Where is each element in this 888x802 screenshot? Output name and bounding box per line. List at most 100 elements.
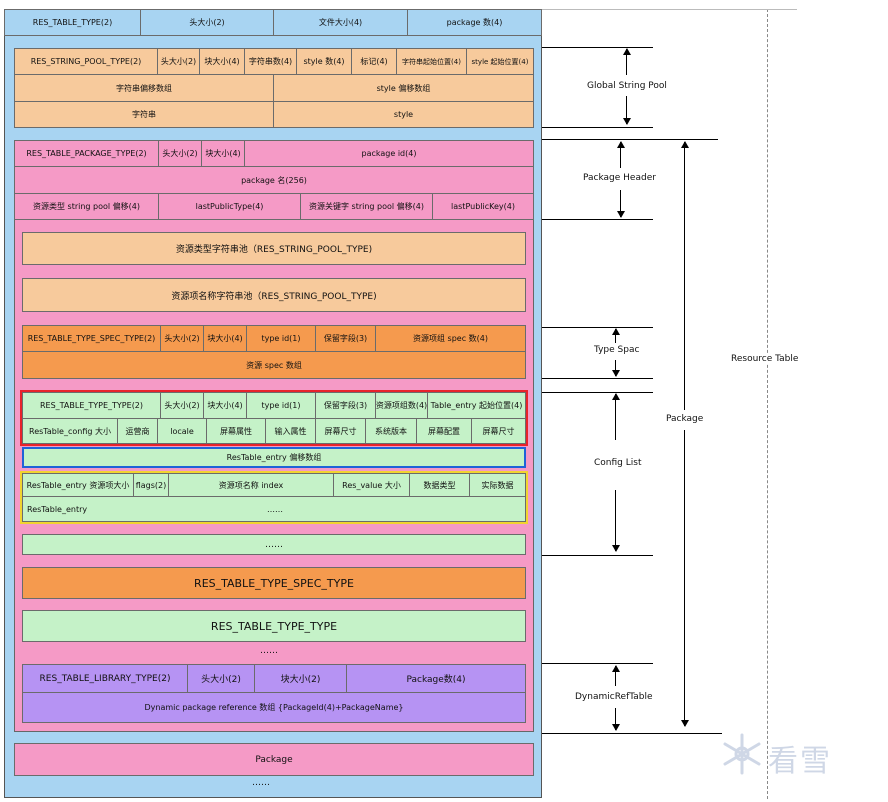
sp-strings: 字符串 xyxy=(14,101,274,128)
pkg-type-strings-offset: 资源类型 string pool 偏移(4) xyxy=(14,193,159,220)
header-cell-package-count: package 数(4) xyxy=(407,9,542,36)
cl-label: Config List xyxy=(593,458,643,468)
sp-style-offsets: style 偏移数组 xyxy=(273,74,534,102)
lib-block-size: 块大小(2) xyxy=(254,664,347,693)
sp-style-start: style 起始位置(4) xyxy=(466,48,534,75)
type-entry-count: 资源项组数(4) xyxy=(375,392,428,419)
cl-arrow-down xyxy=(612,490,620,552)
spec-array: 资源 spec 数组 xyxy=(22,351,526,379)
ts-arrow-down xyxy=(612,360,620,377)
config-screen-type: 屏幕属性 xyxy=(206,418,266,444)
ph-arrow-down xyxy=(617,190,625,218)
lib-type: RES_TABLE_LIBRARY_TYPE(2) xyxy=(22,664,188,693)
snowflake-icon xyxy=(723,733,761,775)
gsp-arrow-down xyxy=(623,96,631,125)
entry-data-type: 数据类型 xyxy=(409,473,470,497)
pkg-id: package id(4) xyxy=(244,140,534,167)
spec-type-id: type id(1) xyxy=(246,325,316,352)
entry-offsets: ResTable_entry 偏移数组 xyxy=(22,447,526,468)
more-config-dots: …… xyxy=(22,534,526,555)
entry-struct-ellipsis: …… xyxy=(267,504,283,514)
header-cell-file-size: 文件大小(4) xyxy=(273,9,408,36)
config-locale: locale xyxy=(157,418,207,444)
ts-top-line xyxy=(542,327,653,328)
dr-arrow-down xyxy=(612,708,620,731)
config-screen-size-dp: 屏幕尺寸 xyxy=(471,418,526,444)
ph-label: Package Header xyxy=(582,173,657,183)
entry-size: ResTable_entry 资源项大小 xyxy=(22,473,134,497)
type-header-size: 头大小(2) xyxy=(160,392,204,419)
package-next: Package xyxy=(14,743,534,776)
entry-struct: ResTable_entry …… xyxy=(22,496,526,522)
spec-header-size: 头大小(2) xyxy=(160,325,204,352)
type-reserved: 保留字段(3) xyxy=(315,392,376,419)
watermark-logo: 看雪 xyxy=(720,730,870,780)
key-string-pool: 资源项名称字符串池（RES_STRING_POOL_TYPE) xyxy=(22,278,526,312)
dr-arrow-up xyxy=(612,665,620,686)
header-cell-header-size: 头大小(2) xyxy=(140,9,274,36)
entry-value-size: Res_value 大小 xyxy=(333,473,410,497)
dr-top-line xyxy=(542,663,653,664)
gsp-bottom-line xyxy=(542,127,653,128)
pkg-name: package 名(256) xyxy=(14,166,534,194)
rt-top-line xyxy=(542,9,797,10)
gsp-label: Global String Pool xyxy=(586,81,668,91)
sp-string-offsets: 字符串偏移数组 xyxy=(14,74,274,102)
spec-type: RES_TABLE_TYPE_SPEC_TYPE(2) xyxy=(22,325,161,352)
sp-flags: 标记(4) xyxy=(351,48,397,75)
resource-table-dashed-line xyxy=(767,9,768,799)
spec-block: RES_TABLE_TYPE_SPEC_TYPE xyxy=(22,567,526,599)
cl-bottom-line xyxy=(542,555,653,556)
gsp-top-line xyxy=(542,47,653,48)
type-entries-start: Table_entry 起始位置(4) xyxy=(427,392,526,419)
spec-entry-count: 资源项组 spec 数(4) xyxy=(375,325,526,352)
pkg-bottom-line xyxy=(542,733,722,734)
entry-yellow-outline xyxy=(20,471,528,524)
type-block: RES_TABLE_TYPE_TYPE xyxy=(22,610,526,642)
pkg-label: Package xyxy=(665,414,705,424)
sp-type: RES_STRING_POOL_TYPE(2) xyxy=(14,48,158,75)
pkg-last-public-type: lastPublicType(4) xyxy=(158,193,301,220)
ts-arrow-up xyxy=(612,328,620,343)
ph-bottom-line xyxy=(542,219,653,220)
sp-styles: style xyxy=(273,101,534,128)
config-red-outline xyxy=(20,390,528,446)
ph-top-line xyxy=(542,139,718,140)
config-version: 系统版本 xyxy=(365,418,417,444)
config-screen-config: 屏幕配置 xyxy=(416,418,472,444)
sp-block-size: 块大小(4) xyxy=(199,48,245,75)
cl-top-line xyxy=(542,392,653,393)
bottom-dots: …… xyxy=(252,778,270,788)
lib-package-count: Package数(4) xyxy=(346,664,526,693)
pkg-type: RES_TABLE_PACKAGE_TYPE(2) xyxy=(14,140,159,167)
spec-reserved: 保留字段(3) xyxy=(315,325,376,352)
sp-header-size: 头大小(2) xyxy=(157,48,200,75)
pkg-arrow-up xyxy=(681,141,689,410)
type-string-pool: 资源类型字符串池（RES_STRING_POOL_TYPE) xyxy=(22,232,526,265)
lib-dynamic-refs: Dynamic package reference 数组 {PackageId(… xyxy=(22,692,526,723)
pkg-header-size: 头大小(2) xyxy=(158,140,202,167)
entry-data: 实际数据 xyxy=(469,473,526,497)
dr-label: DynamicRefTable xyxy=(574,692,654,702)
lib-header-size: 头大小(2) xyxy=(187,664,255,693)
spec-block-size: 块大小(4) xyxy=(203,325,247,352)
sp-style-count: style 数(4) xyxy=(296,48,352,75)
ph-arrow-up xyxy=(617,141,625,168)
gsp-arrow-up xyxy=(623,48,631,75)
header-cell-type: RES_TABLE_TYPE(2) xyxy=(4,9,141,36)
middle-dots: …… xyxy=(260,646,278,656)
cl-arrow-up xyxy=(612,393,620,440)
entry-struct-label: ResTable_entry xyxy=(27,504,88,514)
watermark-text: 看雪 xyxy=(768,744,832,779)
ts-bottom-line xyxy=(542,378,653,379)
rt-label: Resource Table xyxy=(730,354,800,364)
pkg-key-strings-offset: 资源关键字 string pool 偏移(4) xyxy=(300,193,433,220)
config-input: 输入属性 xyxy=(265,418,316,444)
pkg-last-public-key: lastPublicKey(4) xyxy=(432,193,534,220)
sp-string-start: 字符串起始位置(4) xyxy=(396,48,467,75)
sp-string-count: 字符串数(4) xyxy=(244,48,297,75)
pkg-block-size: 块大小(4) xyxy=(201,140,245,167)
entry-key-index: 资源项名称 index xyxy=(168,473,334,497)
ts-label: Type Spac xyxy=(593,345,641,355)
pkg-arrow-down xyxy=(681,430,689,727)
